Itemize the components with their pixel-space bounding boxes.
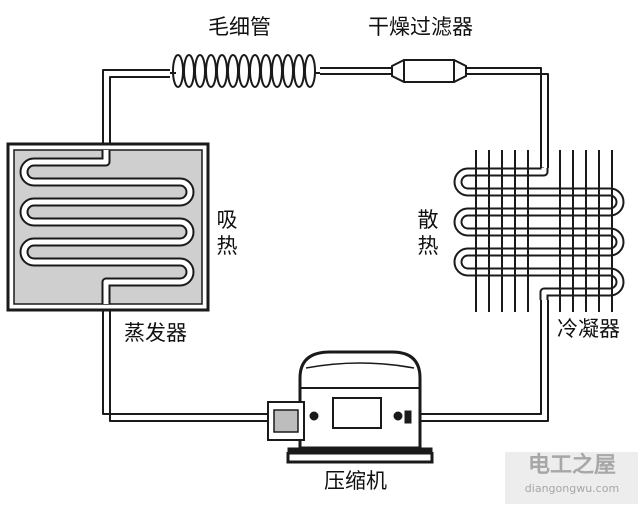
dissipate-heat-char-1: 散 [417, 208, 439, 232]
evaporator [6, 142, 210, 312]
capillary-coil [170, 54, 320, 88]
dissipate-heat-char-2: 热 [417, 234, 439, 259]
absorb-heat-char-1: 吸 [216, 208, 238, 232]
watermark-title: 电工之屋 [527, 453, 616, 478]
watermark-panel [505, 452, 638, 504]
condenser-fins [475, 150, 613, 312]
evaporator-label: 蒸发器 [124, 321, 187, 345]
piping [102, 67, 549, 422]
condenser-label: 冷凝器 [557, 317, 620, 341]
watermark-url: diangongwu.com [524, 482, 620, 495]
compressor-label: 压缩机 [324, 469, 387, 493]
compressor [267, 350, 434, 464]
dissipate-heat-label: 散 热 [416, 207, 440, 260]
drier-filter-label: 干燥过滤器 [368, 15, 473, 39]
drier-filter [391, 59, 467, 83]
absorb-heat-char-2: 热 [216, 234, 238, 259]
capillary-label: 毛细管 [208, 15, 271, 39]
condenser [453, 150, 625, 312]
absorb-heat-label: 吸 热 [215, 207, 239, 260]
